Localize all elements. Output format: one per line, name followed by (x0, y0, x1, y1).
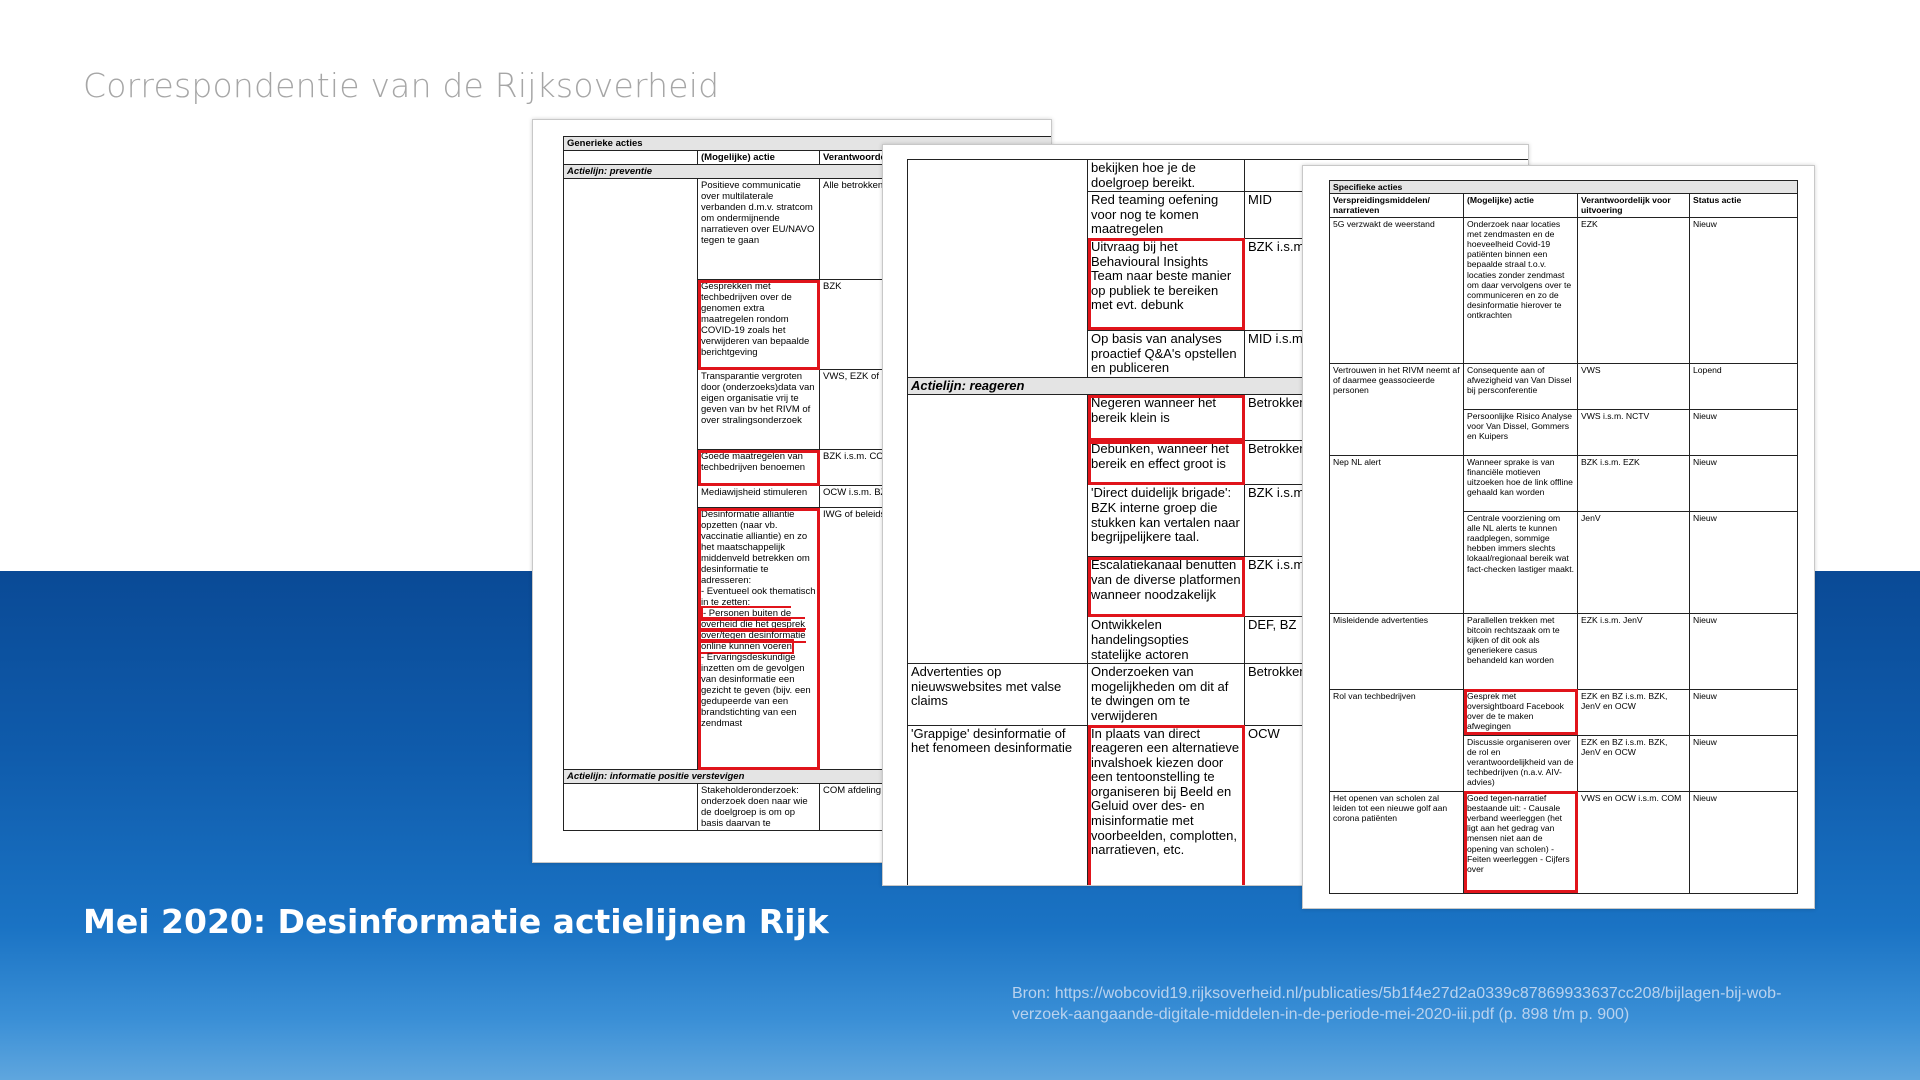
highlighted-action: Desinformatie alliantie opzetten (naar v… (697, 507, 820, 770)
inner-highlight: - Personen buiten de overheid die het ge… (701, 606, 806, 654)
table-row: 5G verzwakt de weerstand Onderzoek naar … (1329, 216, 1799, 364)
slide-title: Mei 2020: Desinformatie actielijnen Rijk (83, 902, 829, 941)
source-citation: Bron: https://wobcovid19.rijksoverheid.n… (1012, 985, 1782, 1023)
doc1-col-action: (Mogelijke) actie (697, 150, 820, 165)
table-row: Nep NL alert Wanneer sprake is van finan… (1329, 454, 1799, 614)
highlighted-action: Goede maatregelen van techbedrijven beno… (697, 449, 820, 486)
table-row: Misleidende advertenties Parallellen tre… (1329, 612, 1799, 690)
table-row: Rol van techbedrijven Gesprek met oversi… (1329, 688, 1799, 792)
doc3-column-headers: Verspreidingsmiddelen/ narratieven (Moge… (1329, 193, 1799, 218)
table-row: Persoonlijke Risico Analyse voor Van Dis… (1330, 408, 1799, 456)
table-row: Discussie organiseren over de rol en ver… (1330, 734, 1799, 792)
highlighted-action: Negeren wanneer het bereik klein is (1087, 394, 1245, 442)
highlighted-action: Gesprek met oversightboard Facebook over… (1463, 688, 1578, 736)
doc3-heading: Specifieke acties (1328, 179, 1799, 195)
highlighted-action: Goed tegen-narratief bestaande uit: - Ca… (1463, 790, 1578, 894)
highlighted-action: Gesprekken met techbedrijven over de gen… (697, 279, 820, 370)
highlighted-action: In plaats van direct reageren een altern… (1087, 724, 1245, 885)
table-row: Het openen van scholen zal leiden tot ee… (1329, 790, 1799, 894)
highlighted-action: Debunken, wanneer het bereik en effect g… (1087, 440, 1245, 486)
slide-overline: Correspondentie van de Rijksoverheid (83, 66, 720, 105)
highlighted-action: Uitvraag bij het Behavioural Insights Te… (1087, 237, 1245, 331)
document-page-specifieke-acties: Specifieke acties Verspreidingsmiddelen/… (1302, 165, 1815, 909)
table-row: Vertrouwen in het RIVM neemt af of daarm… (1329, 362, 1799, 456)
doc3-heading-row: Specifieke acties (1328, 179, 1799, 195)
table-row: Centrale voorziening om alle NL alerts t… (1330, 510, 1799, 614)
highlighted-action: Escalatiekanaal benutten van de diverse … (1087, 556, 1245, 618)
